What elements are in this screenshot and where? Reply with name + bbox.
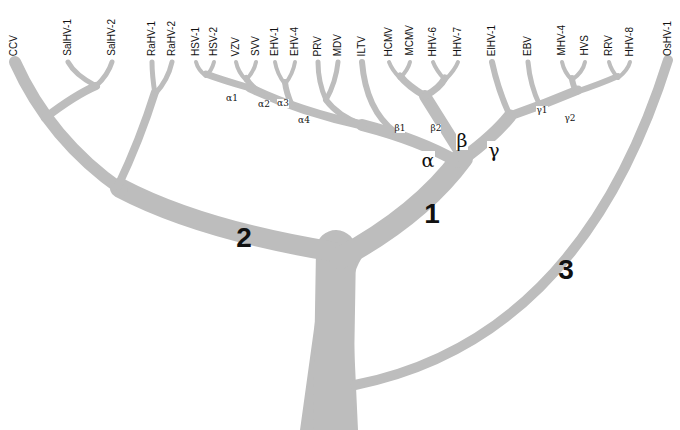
virus-label: HSV-1	[191, 27, 201, 56]
lineage-label: β1	[395, 124, 406, 133]
virus-label: CCV	[9, 35, 19, 56]
virus-label: SalHV-2	[107, 19, 117, 56]
virus-label: HCMV	[384, 27, 394, 56]
virus-label: EHV-1	[270, 27, 280, 56]
branch-number: 2	[236, 224, 252, 252]
virus-label: EHV-4	[290, 27, 300, 56]
subfamily-label: γ	[487, 141, 500, 160]
virus-label: HHV-6	[428, 27, 438, 56]
virus-label: SalHV-1	[63, 19, 73, 56]
virus-label: MHV-4	[557, 25, 567, 56]
lineage-label: α2	[258, 100, 270, 109]
virus-label: HHV-8	[625, 27, 635, 56]
lineage-label: α1	[226, 94, 238, 103]
virus-label: RRV	[604, 35, 614, 56]
subfamily-label: α	[421, 151, 436, 170]
virus-label: ILTV	[357, 36, 367, 56]
virus-label: OsHV-1	[663, 21, 673, 56]
lineage-label: β2	[431, 124, 442, 133]
subfamily-label: β	[456, 131, 469, 150]
virus-label: HVS	[580, 35, 590, 56]
lineage-label: γ1	[536, 106, 547, 115]
virus-label: ElHV-1	[487, 25, 497, 56]
virus-label: HHV-7	[453, 27, 463, 56]
lineage-label: γ2	[564, 114, 575, 123]
virus-label: VZV	[231, 37, 241, 56]
virus-label: EBV	[523, 36, 533, 56]
branch-number: 3	[558, 256, 574, 284]
virus-label: RaHV-1	[147, 21, 157, 56]
virus-label: PRV	[313, 36, 323, 56]
virus-label: HSV-2	[209, 27, 219, 56]
branch-number: 1	[424, 200, 440, 228]
virus-label: MCMV	[405, 25, 415, 56]
lineage-label: α4	[298, 116, 310, 125]
virus-label: MDV	[333, 34, 343, 56]
lineage-label: α3	[277, 99, 289, 108]
virus-label: RaHV-2	[167, 21, 177, 56]
virus-label: SVV	[251, 36, 261, 56]
